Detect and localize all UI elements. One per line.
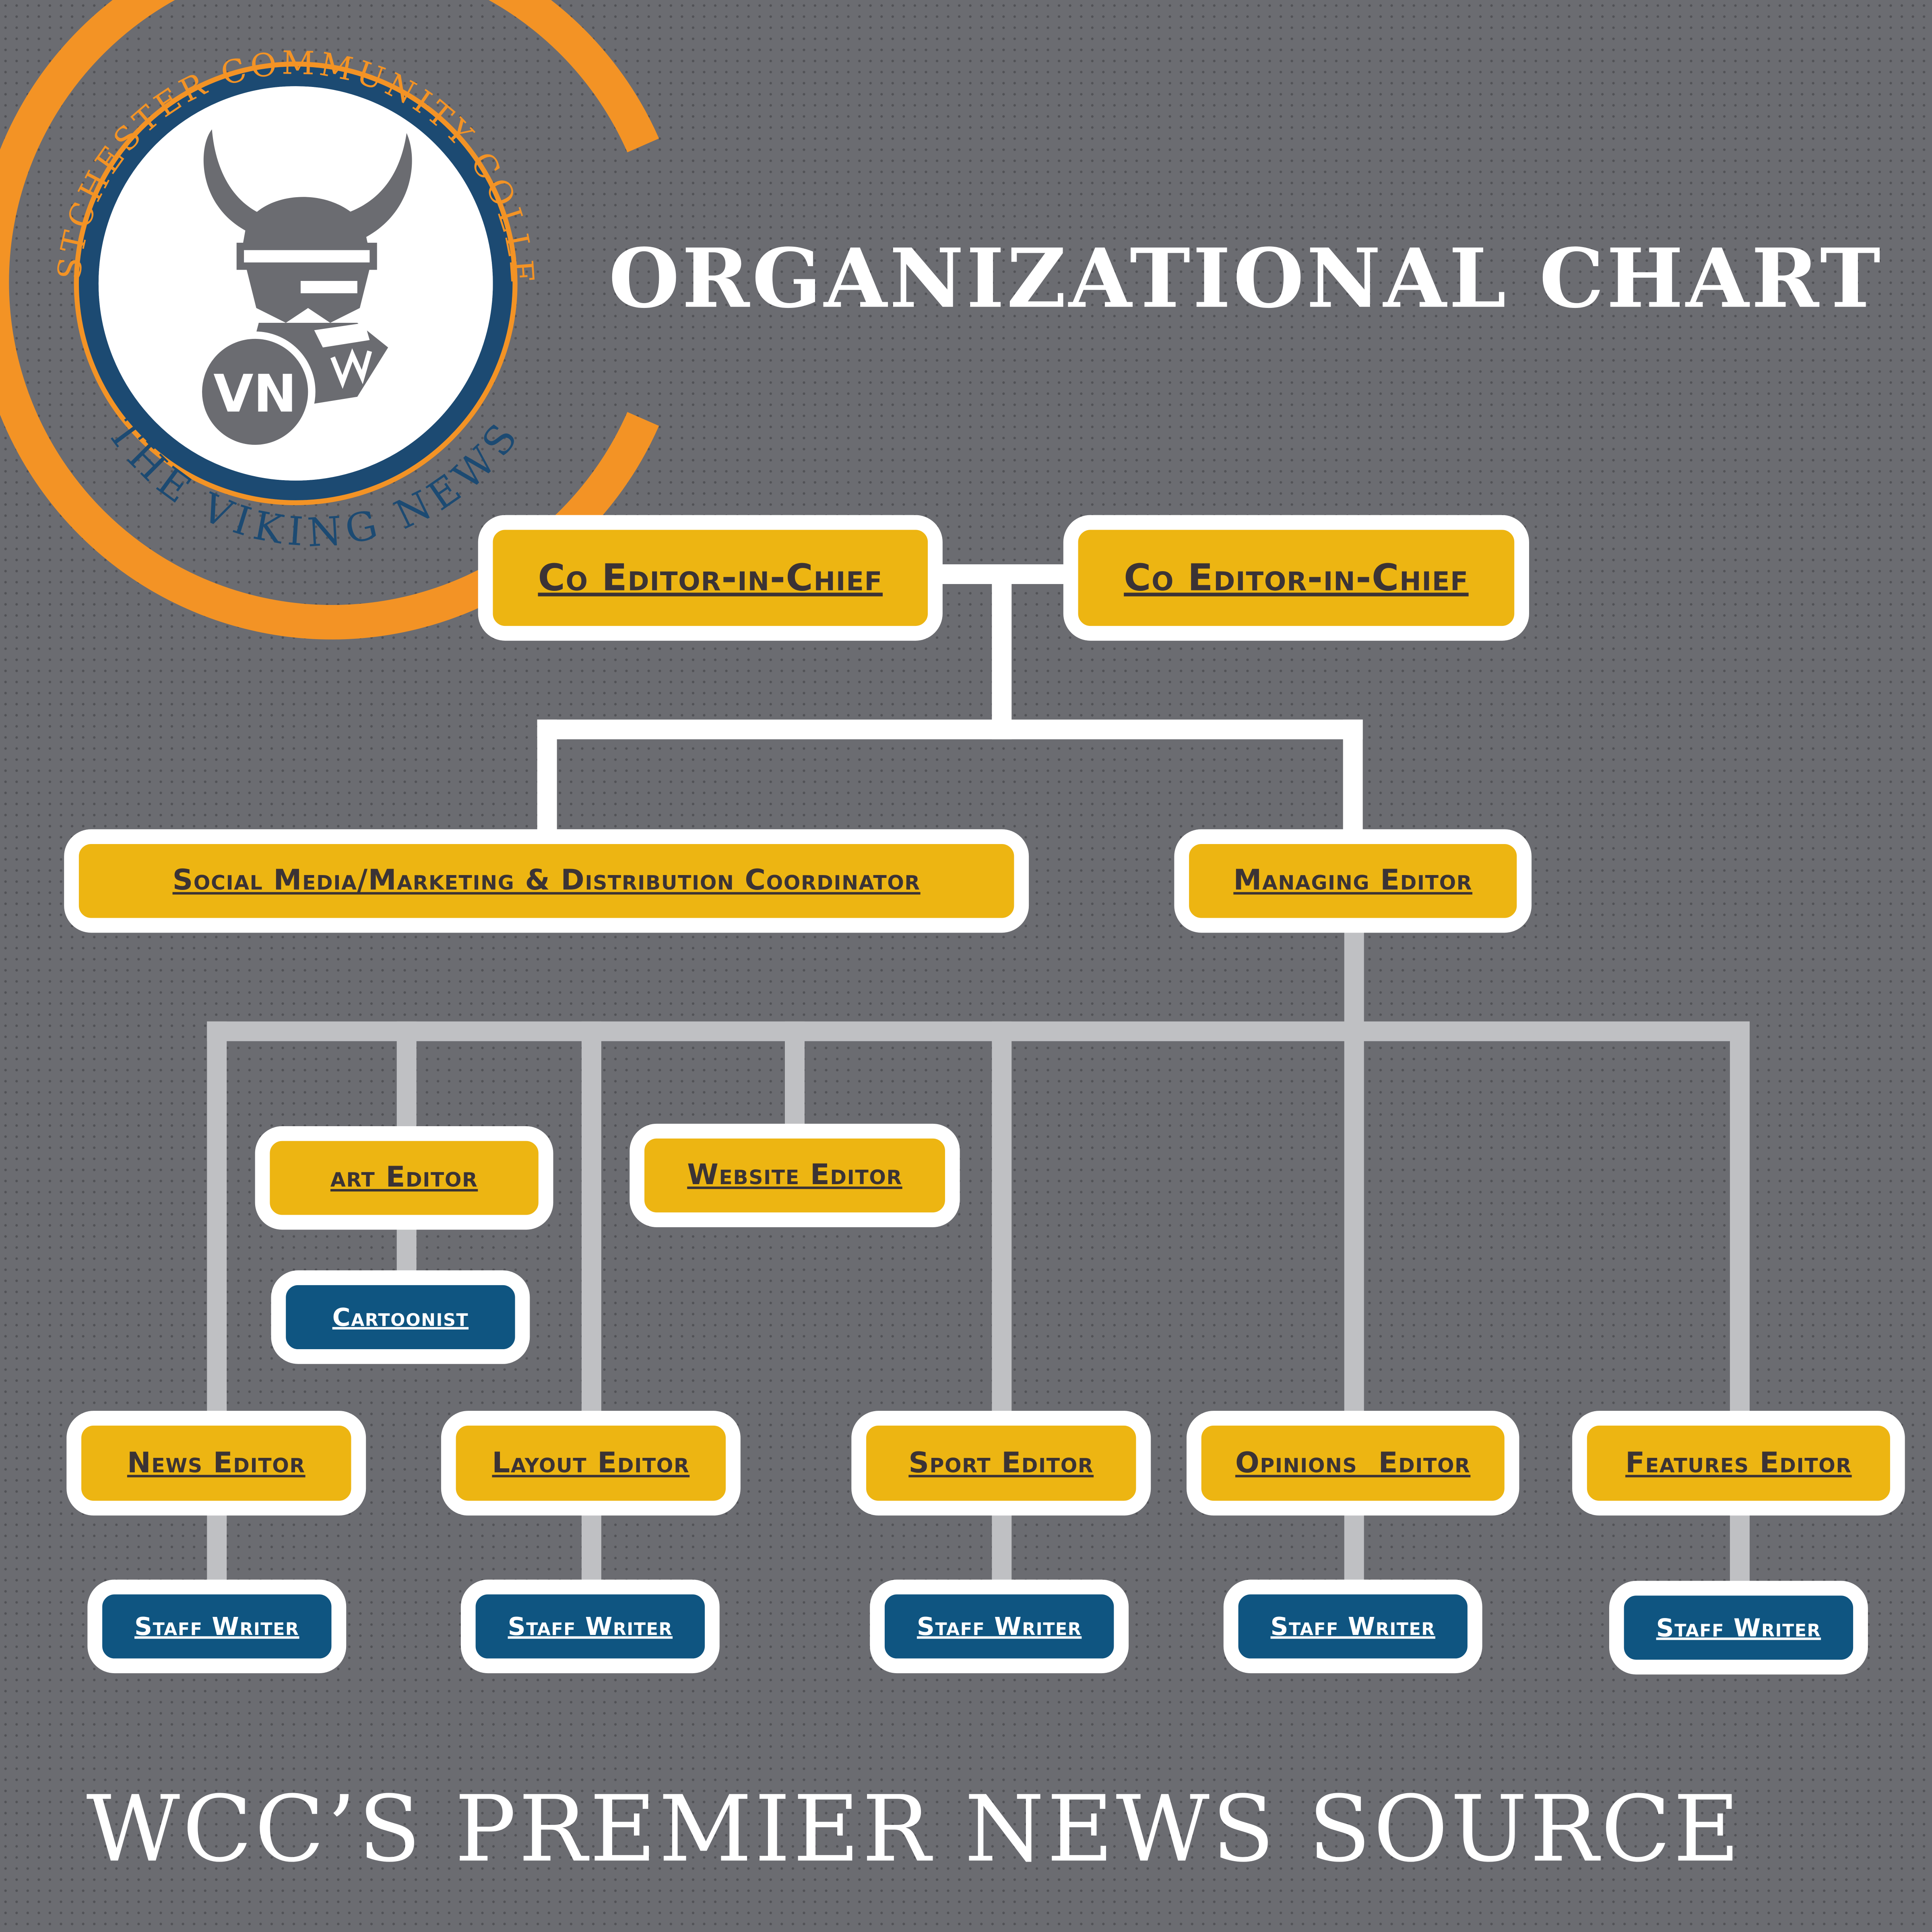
node-art-editor: art Editor (255, 1126, 553, 1230)
node-label: Co Editor-in-Chief (1124, 556, 1469, 600)
node-layout-editor: Layout Editor (441, 1411, 741, 1516)
connector-co-editors-down (992, 574, 1012, 739)
connector-to-news-editor (207, 1021, 227, 1422)
connector-to-layout-editor (581, 1021, 601, 1422)
node-label: Layout Editor (492, 1447, 690, 1479)
logo-orange-ring (0, 0, 659, 640)
node-label: Managing Editor (1233, 865, 1473, 897)
connector-to-managing-editor (1343, 719, 1363, 838)
node-co-editor-in-chief-1: Co Editor-in-Chief (478, 515, 943, 641)
node-label: Staff Writer (134, 1612, 299, 1641)
node-managing-editor: Managing Editor (1174, 829, 1532, 933)
page-title: ORGANIZATIONAL CHART (609, 230, 1883, 327)
connector-to-sport-editor (992, 1021, 1012, 1422)
connector-to-opinions-editor (1344, 1021, 1364, 1422)
node-staff-writer-sport: Staff Writer (870, 1579, 1129, 1674)
node-label: Opinions Editor (1235, 1447, 1471, 1479)
node-staff-writer-opinions: Staff Writer (1223, 1579, 1482, 1674)
node-label: Features Editor (1625, 1447, 1852, 1479)
page-footer-tagline: WCC’S PREMIER NEWS SOURCE (86, 1777, 1742, 1883)
node-label: Staff Writer (916, 1612, 1082, 1641)
node-label: Co Editor-in-Chief (538, 556, 883, 600)
node-label: Website Editor (687, 1159, 902, 1192)
connector-sport-to-staff (992, 1505, 1012, 1595)
connector-opinions-to-staff (1344, 1505, 1364, 1595)
node-sport-editor: Sport Editor (851, 1411, 1151, 1516)
node-opinions-editor: Opinions Editor (1186, 1411, 1519, 1516)
node-label: Cartoonist (332, 1302, 469, 1332)
monogram-text: VN (213, 364, 297, 424)
connector-managing-editor-down (1344, 918, 1364, 1041)
node-label: Staff Writer (508, 1612, 673, 1641)
node-label: News Editor (127, 1447, 305, 1479)
monogram-badge (194, 331, 316, 452)
connector-upper-horizontal (537, 719, 1363, 739)
connector-to-art-editor (396, 1021, 417, 1145)
node-label: Staff Writer (1656, 1613, 1821, 1643)
node-staff-writer-features: Staff Writer (1609, 1581, 1868, 1675)
node-label: Staff Writer (1270, 1612, 1435, 1641)
node-news-editor: News Editor (66, 1411, 366, 1516)
node-features-editor: Features Editor (1572, 1411, 1905, 1516)
node-staff-writer-news: Staff Writer (87, 1579, 347, 1674)
node-label: Sport Editor (908, 1447, 1094, 1479)
node-co-editor-in-chief-2: Co Editor-in-Chief (1063, 515, 1529, 641)
connector-layout-to-staff (581, 1505, 601, 1595)
connector-news-to-staff (207, 1505, 227, 1595)
viking-news-logo: WESTCHESTER COMMUNITY COLLEGE THE VIKING… (0, 0, 659, 640)
logo-orange-inner-ring (74, 62, 518, 506)
connector-to-features-editor (1730, 1021, 1750, 1422)
node-website-editor: Website Editor (630, 1123, 960, 1227)
connector-features-to-staff (1730, 1505, 1750, 1595)
connector-to-website-editor (785, 1021, 805, 1139)
node-staff-writer-layout: Staff Writer (460, 1579, 720, 1674)
node-label: Social Media/Marketing & Distribution Co… (172, 865, 921, 897)
node-cartoonist: Cartoonist (271, 1270, 530, 1364)
connector-to-social-media (537, 719, 557, 836)
connector-lower-horizontal (207, 1021, 1750, 1041)
node-social-media-coordinator: Social Media/Marketing & Distribution Co… (64, 829, 1029, 933)
node-label: art Editor (330, 1162, 478, 1194)
